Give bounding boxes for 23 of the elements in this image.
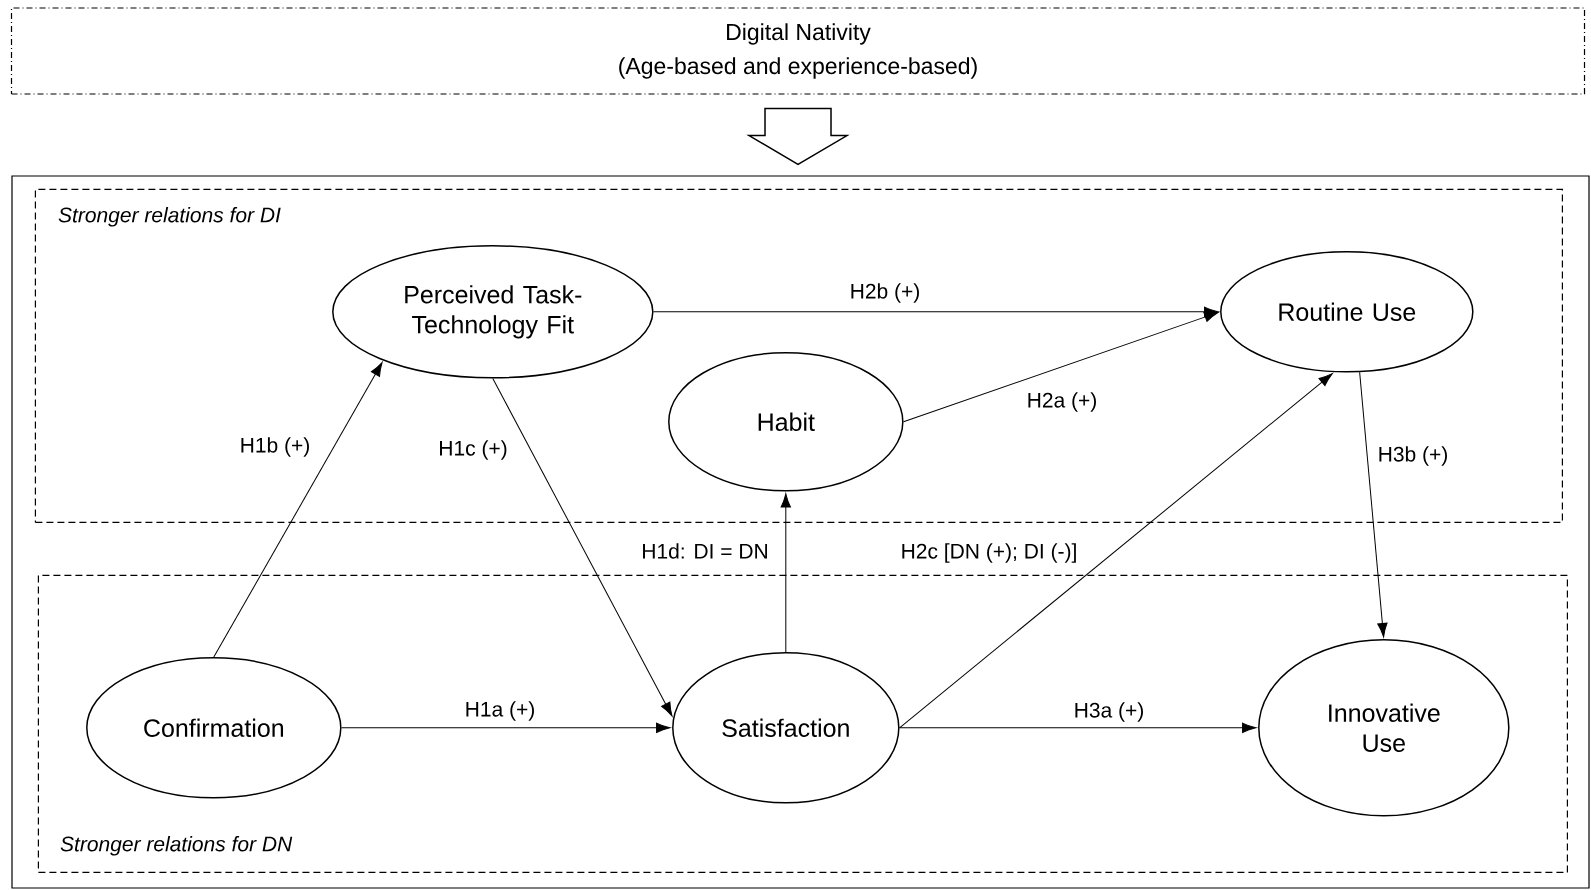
arrow (780, 493, 791, 653)
arrow (341, 722, 671, 733)
arrow (492, 378, 673, 717)
block-arrow (746, 107, 850, 166)
frame-box (11, 175, 1590, 889)
arrow (1359, 371, 1388, 638)
edge-label: H3a (+) (1071, 700, 1147, 724)
group-heading: Stronger relations for DN (60, 836, 293, 856)
group-heading: Stronger relations for DI (58, 207, 281, 227)
context-box: Digital Nativity (Age-based and experience-based) (10, 7, 1586, 95)
arrow (653, 306, 1219, 317)
edge-label: H1d: DI = DN (639, 541, 771, 561)
edge-label: H2b (+) (847, 281, 923, 305)
arrow (213, 362, 383, 658)
arrow (899, 373, 1333, 729)
arrow (903, 312, 1219, 423)
edge-label: H1c (+) (436, 438, 510, 462)
edge-label: H2a (+) (1024, 390, 1100, 414)
arrow (899, 722, 1257, 733)
edge-label: H1b (+) (237, 435, 313, 459)
edge-label: H1a (+) (462, 699, 538, 723)
edge-label: H3b (+) (1375, 444, 1451, 468)
edge-label: H2c [DN (+); DI (-)] (898, 541, 1080, 565)
